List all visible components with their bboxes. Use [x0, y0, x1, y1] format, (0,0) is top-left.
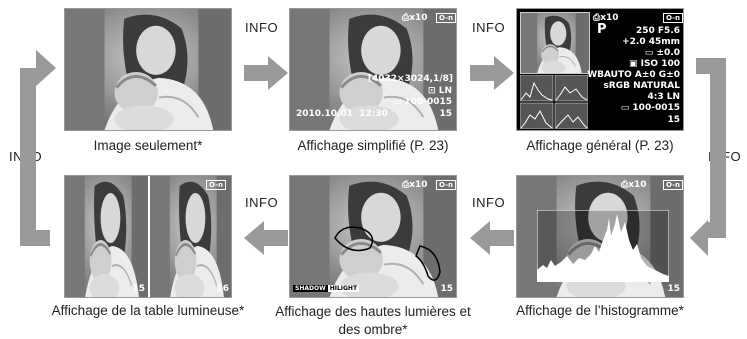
protect-lock-icon: O-n	[436, 13, 456, 23]
panel-histogram: ⎙x10 O-n 15	[516, 175, 684, 298]
exposure-focal: +2.0 45mm	[622, 37, 680, 47]
caption-lightbox: Affichage de la table lumineuse*	[51, 303, 245, 318]
histogram-grid	[520, 75, 588, 129]
white-balance: WBAUTO A±0 G±0	[587, 70, 680, 80]
photo-mini	[520, 12, 590, 74]
iso-value: ▣ ISO 100	[628, 59, 680, 69]
info-label-1: INFO	[245, 20, 279, 35]
arrow-left-icon	[470, 221, 514, 255]
caption-highlights-line2: des ombre*	[338, 322, 408, 337]
frame-number: 15	[440, 284, 453, 294]
highlight-outline	[334, 226, 441, 281]
histogram-chart	[537, 210, 669, 282]
panel-image-only	[64, 8, 232, 131]
aspect-quality: 4:3 LN	[647, 92, 680, 102]
print-reserve-indicator: ⎙x10	[402, 180, 428, 190]
protect-lock-icon: O-n	[206, 180, 226, 190]
arrow-up-right-icon	[20, 50, 56, 246]
file-number: ▭ 100-0015	[392, 97, 452, 107]
protect-lock-icon: O-n	[663, 180, 683, 190]
photo-thumbnail	[65, 9, 231, 130]
file-number: ▭ 100-0015	[620, 103, 680, 113]
frame-number: 15	[667, 284, 680, 294]
shooting-mode: P	[597, 22, 607, 37]
lightbox-right-frame: O-n 16	[150, 176, 232, 298]
frame-number: 16	[216, 284, 229, 294]
arrow-right-icon	[470, 56, 514, 90]
flash-compensation: ▭ ±0.0	[644, 48, 680, 58]
panel-lightbox: 15 O-n 16	[64, 175, 232, 298]
shutter-aperture: 250 F5.6	[635, 26, 680, 36]
protect-lock-icon: O-n	[436, 180, 456, 190]
date-time: 2010.10.01 12:30	[296, 109, 388, 119]
quality-indicator: ⊡ LN	[428, 86, 452, 96]
caption-general: Affichage général (P. 23)	[526, 138, 674, 153]
arrow-left-icon	[244, 221, 288, 255]
hilight-label: HILIGHT	[327, 285, 360, 292]
caption-image-only: Image seulement*	[93, 138, 203, 153]
print-reserve-indicator: ⎙x10	[593, 13, 619, 23]
caption-highlights: Affichage des hautes lumières et des omb…	[262, 303, 484, 339]
info-label-3: INFO	[472, 195, 506, 210]
arrow-down-left-icon	[690, 58, 726, 256]
panel-simplified: ⎙x10 O-n [4032×3024,1/8] ⊡ LN ▭ 100-0015…	[289, 8, 457, 131]
frame-number: 15	[667, 115, 680, 125]
protect-lock-icon: O-n	[663, 13, 683, 23]
caption-highlights-line1: Affichage des hautes lumières et	[275, 304, 471, 319]
color-space: sRGB NATURAL	[603, 81, 680, 91]
frame-number: 15	[439, 109, 452, 119]
caption-simplified: Affichage simplifié (P. 23)	[297, 138, 449, 153]
panel-general: ⎙x10 O-n P 250 F5.6 +2.0 45mm ▭ ±0.0 ▣ I…	[516, 8, 684, 131]
resolution-text: [4032×3024,1/8]	[367, 74, 453, 84]
frame-number: 15	[132, 284, 145, 294]
lightbox-left-frame: 15	[65, 176, 150, 297]
shadow-label: SHADOW	[293, 285, 328, 292]
print-reserve-indicator: ⎙x10	[621, 180, 647, 190]
caption-histogram: Affichage de l’histogramme*	[516, 303, 684, 318]
info-label-4: INFO	[245, 195, 279, 210]
arrow-right-icon	[244, 56, 288, 90]
info-label-2: INFO	[472, 20, 506, 35]
print-reserve-indicator: ⎙x10	[402, 13, 428, 23]
